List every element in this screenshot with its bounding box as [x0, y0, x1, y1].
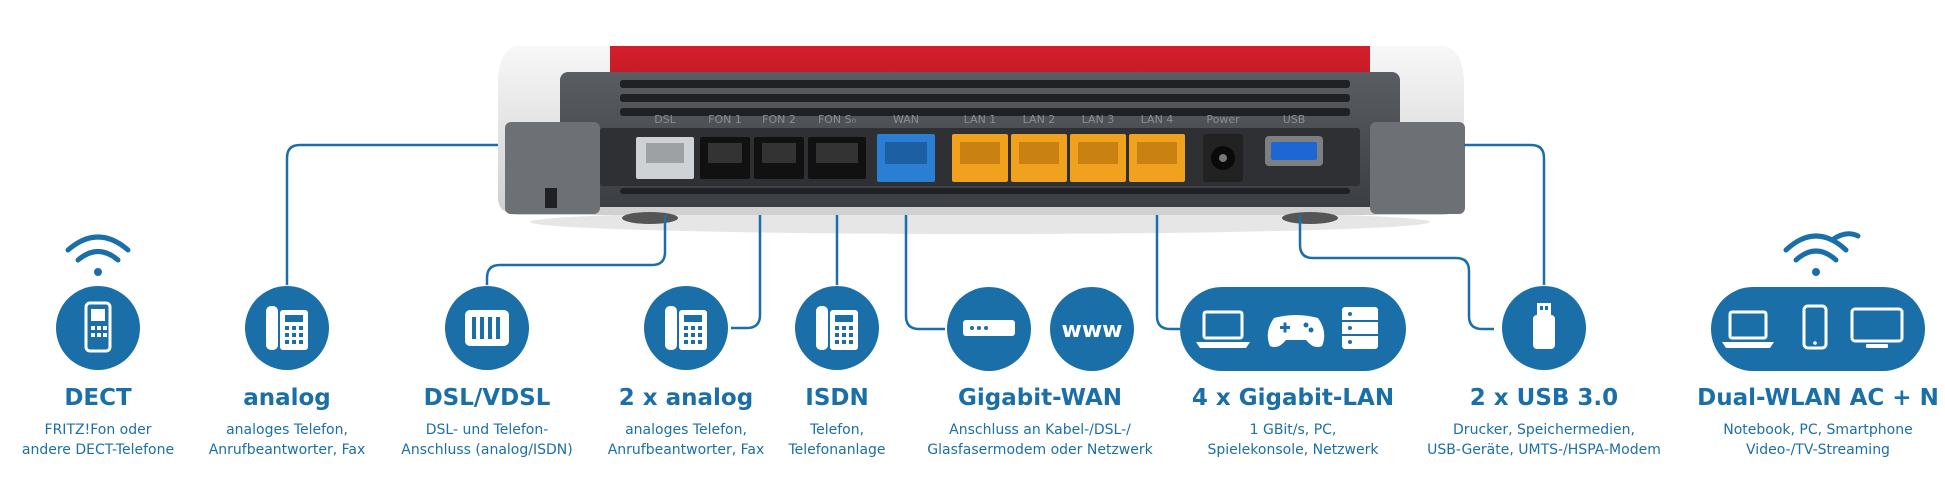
feature-analog: analog analoges Telefon, Anrufbeantworte… — [192, 384, 382, 460]
feature-desc-line: andere DECT-Telefone — [21, 442, 175, 458]
port-label-lan4: LAN 4 — [1141, 113, 1174, 126]
port-label-fons0: FON S₀ — [818, 113, 857, 126]
usb-stick-icon — [1533, 303, 1555, 349]
router-vents-top — [620, 80, 1350, 116]
port-dsl — [636, 137, 694, 179]
feature-title: 2 x USB 3.0 — [1469, 385, 1619, 411]
feature-desc-line: USB-Geräte, UMTS-/HSPA-Modem — [1427, 442, 1661, 458]
feature-desc-line: Anrufbeantworter, Fax — [607, 442, 765, 458]
connector-dsl — [485, 215, 667, 285]
desk-phone-icon — [816, 306, 858, 350]
feature-usb: 2 x USB 3.0 Drucker, Speichermedien, USB… — [1414, 384, 1674, 460]
feature-analog2: 2 x analog analoges Telefon, Anrufbeantw… — [591, 384, 781, 460]
port-fon2 — [754, 137, 804, 179]
port-lan4 — [1129, 134, 1185, 182]
feature-desc-line: Anschluss (analog/ISDN) — [401, 442, 573, 458]
router-device: DSL FON 1 FON 2 FON S₀ WAN LAN 1 LAN 2 L… — [498, 46, 1465, 234]
connector-wan — [904, 215, 945, 331]
modem-icon — [963, 320, 1015, 336]
port-label-wan: WAN — [893, 113, 919, 126]
connector-analog2 — [731, 215, 762, 330]
feature-description: DSL- und Telefon- Anschluss (analog/ISDN… — [389, 420, 585, 460]
feature-desc-line: Anrufbeantworter, Fax — [208, 442, 366, 458]
connector-lan — [1155, 215, 1180, 331]
feature-title: analog — [243, 385, 331, 411]
feature-description: FRITZ!Fon oder andere DECT-Telefone — [0, 420, 196, 460]
feature-title: DECT — [64, 385, 132, 411]
feature-desc-line: Anschluss an Kabel-/DSL-/ — [949, 422, 1131, 438]
dect-phone-icon — [84, 301, 112, 353]
feature-desc-line: 1 GBit/s, PC, — [1249, 422, 1337, 438]
feature-description: analoges Telefon, Anrufbeantworter, Fax — [192, 420, 382, 460]
connector-lines — [285, 143, 1546, 331]
feature-desc-line: DSL- und Telefon- — [425, 422, 549, 438]
port-label-fon1: FON 1 — [708, 113, 742, 126]
feature-description: Drucker, Speichermedien, USB-Geräte, UMT… — [1414, 420, 1674, 460]
laptop-icon — [1722, 310, 1774, 348]
port-usb — [1265, 136, 1323, 166]
port-fons0 — [808, 137, 866, 179]
feature-title: 2 x analog — [618, 385, 754, 411]
wifi-icon — [65, 234, 131, 276]
feature-description: Telefon, Telefonanlage — [775, 420, 899, 460]
feature-desc-line: Telefonanlage — [788, 442, 886, 458]
bubble-wan-www — [1050, 287, 1134, 371]
server-icon — [1342, 307, 1378, 349]
feature-desc-line: Drucker, Speichermedien, — [1453, 422, 1635, 438]
gamepad-icon — [1267, 315, 1325, 348]
feature-title: 4 x Gigabit-LAN — [1191, 385, 1395, 411]
feature-title: Dual-WLAN AC + N — [1697, 385, 1939, 411]
port-wan — [877, 134, 935, 182]
port-label-lan1: LAN 1 — [964, 113, 997, 126]
feature-title: DSL/VDSL — [423, 385, 551, 411]
feature-dsl: DSL/VDSL DSL- und Telefon- Anschluss (an… — [389, 384, 585, 460]
desk-phone-icon — [665, 306, 707, 350]
port-label-power: Power — [1206, 113, 1240, 126]
port-label-lan3: LAN 3 — [1082, 113, 1115, 126]
feature-title: ISDN — [805, 385, 869, 411]
port-label-lan2: LAN 2 — [1023, 113, 1056, 126]
bubble-wlan — [1711, 287, 1925, 371]
tv-icon — [1850, 307, 1904, 348]
port-lan2 — [1011, 134, 1067, 182]
feature-desc-line: analoges Telefon, — [226, 422, 348, 438]
feature-description: analoges Telefon, Anrufbeantworter, Fax — [591, 420, 781, 460]
smartphone-icon — [1802, 304, 1828, 350]
wifi-icon — [1783, 231, 1861, 276]
feature-desc-line: Telefon, — [809, 422, 865, 438]
dsl-splitter-icon — [465, 310, 509, 346]
port-label-usb: USB — [1283, 113, 1306, 126]
feature-isdn: ISDN Telefon, Telefonanlage — [775, 384, 899, 460]
feature-desc-line: Spielekonsole, Netzwerk — [1207, 442, 1379, 458]
connector-usb-left — [1298, 215, 1494, 331]
laptop-icon — [1196, 310, 1250, 348]
port-label-fon2: FON 2 — [762, 113, 796, 126]
feature-dect: DECT FRITZ!Fon oder andere DECT-Telefone — [0, 384, 196, 460]
feature-lan: 4 x Gigabit-LAN 1 GBit/s, PC, Spielekons… — [1185, 384, 1401, 460]
feature-desc-line: FRITZ!Fon oder — [44, 422, 152, 438]
feature-desc-line: Glasfasermodem oder Netzwerk — [927, 442, 1153, 458]
icon-bubbles: www — [56, 231, 1925, 371]
feature-description: Anschluss an Kabel-/DSL-/ Glasfasermodem… — [907, 420, 1173, 460]
feature-description: 1 GBit/s, PC, Spielekonsole, Netzwerk — [1185, 420, 1401, 460]
router-vents-bottom — [620, 188, 1350, 194]
port-lan1 — [952, 134, 1008, 182]
feature-wan: Gigabit-WAN Anschluss an Kabel-/DSL-/ Gl… — [907, 384, 1173, 460]
port-power — [1203, 134, 1243, 182]
port-lan3 — [1070, 134, 1126, 182]
feature-desc-line: Video-/TV-Streaming — [1746, 442, 1890, 458]
connector-usb-right — [1464, 143, 1546, 285]
www-icon: www — [1062, 318, 1123, 343]
desk-phone-icon — [266, 306, 308, 350]
feature-title: Gigabit-WAN — [958, 385, 1122, 411]
connector-analog — [285, 143, 498, 285]
feature-desc-line: analoges Telefon, — [625, 422, 747, 438]
feature-wlan: Dual-WLAN AC + N Notebook, PC, Smartphon… — [1696, 384, 1940, 460]
port-label-dsl: DSL — [654, 113, 676, 126]
port-fon1 — [700, 137, 750, 179]
feature-description: Notebook, PC, Smartphone Video-/TV-Strea… — [1696, 420, 1940, 460]
feature-desc-line: Notebook, PC, Smartphone — [1723, 422, 1913, 438]
